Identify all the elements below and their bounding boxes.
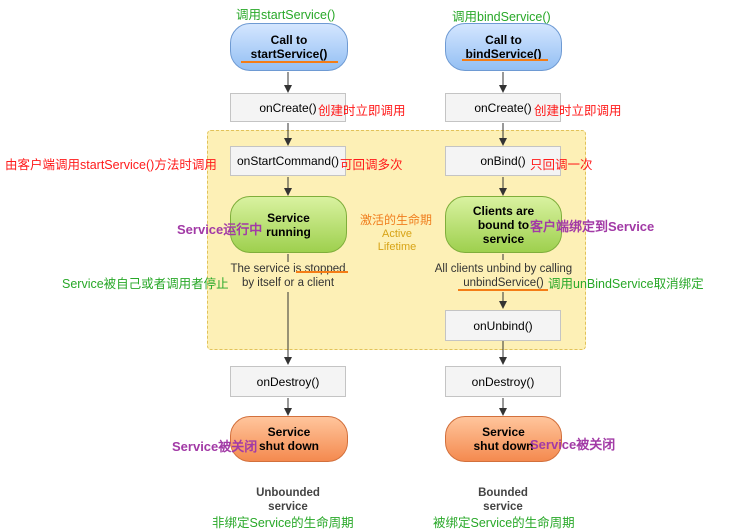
left-shutdown-note: Service被关闭 <box>172 439 258 454</box>
service-running-note: Service运行中 <box>177 222 263 237</box>
left-oncreate-note: 创建时立即调用 <box>318 104 406 118</box>
unbind-description: All clients unbind by calling unbindServ… <box>426 262 581 290</box>
clients-bound-note: 客户端绑定到Service <box>530 219 655 234</box>
unbounded-lifetime-label: Unbounded service <box>238 486 338 514</box>
running-line1: Service <box>267 210 310 225</box>
call-bindservice-node: Call to bindService() <box>445 23 562 71</box>
unbounded-line2: service <box>268 501 308 513</box>
clients-bound-node: Clients are bound to service <box>445 196 562 253</box>
active-line2: Lifetime <box>377 241 417 253</box>
right-shutdown-note: Service被关闭 <box>530 437 616 452</box>
unbind-line2: unbindService() <box>463 277 544 289</box>
call-startservice-line1: Call to <box>270 33 308 47</box>
left-top-caption: 调用startService() <box>236 8 336 22</box>
bindservice-underline <box>462 59 548 61</box>
bounded-line1: Bounded <box>478 487 528 499</box>
unbounded-line1: Unbounded <box>256 487 320 499</box>
active-line1: Active <box>382 228 412 240</box>
unbind-line1: All clients unbind by calling <box>434 263 573 275</box>
stop-line2: by itself or a client <box>241 277 335 289</box>
right-oncreate-note: 创建时立即调用 <box>534 104 622 118</box>
active-lifetime-note: 激活的生命期 <box>360 213 433 227</box>
right-shutdown-node: Service shut down <box>445 416 562 462</box>
unbounded-note: 非绑定Service的生命周期 <box>212 516 354 530</box>
onbind-box: onBind() <box>445 146 561 176</box>
left-shutdown-node: Service shut down <box>230 416 348 462</box>
stop-line1: The service is stopped <box>230 263 346 275</box>
bound-line2: bound to <box>477 217 530 232</box>
left-ondestroy-box: onDestroy() <box>230 366 346 397</box>
bound-line3: service <box>482 231 525 246</box>
call-bindservice-line2: bindService() <box>465 47 542 61</box>
unbindservice-underline <box>458 289 548 291</box>
onunbind-box: onUnbind() <box>445 310 561 341</box>
active-lifetime-label: Active Lifetime <box>372 228 422 254</box>
onbind-note: 只回调一次 <box>530 158 593 172</box>
running-line2: running <box>266 224 311 239</box>
bounded-line2: service <box>483 501 523 513</box>
stop-description: The service is stopped by itself or a cl… <box>222 262 354 290</box>
left-shutdown-line2: shut down <box>259 439 319 453</box>
onstart-note: 可回调多次 <box>340 158 403 172</box>
left-shutdown-line1: Service <box>267 425 311 439</box>
unbind-note: 调用unBindService取消绑定 <box>548 277 704 291</box>
startservice-underline <box>241 61 338 63</box>
call-bindservice-line1: Call to <box>485 33 522 47</box>
call-startservice-line2: startService() <box>250 47 328 61</box>
right-top-caption: 调用bindService() <box>452 10 551 24</box>
right-shutdown-line2: shut down <box>473 439 534 453</box>
service-running-node: Service running <box>230 196 347 253</box>
onstartcommand-box: onStartCommand() <box>230 146 346 176</box>
onstart-caller-note: 由客户端调用startService()方法时调用 <box>5 158 217 172</box>
left-oncreate-box: onCreate() <box>230 93 346 122</box>
stop-note: Service被自己或者调用者停止 <box>62 277 229 291</box>
bounded-lifetime-label: Bounded service <box>453 486 553 514</box>
stopped-underline <box>296 271 348 273</box>
right-ondestroy-box: onDestroy() <box>445 366 561 397</box>
call-startservice-node: Call to startService() <box>230 23 348 71</box>
bounded-note: 被绑定Service的生命周期 <box>433 516 575 530</box>
right-oncreate-box: onCreate() <box>445 93 561 122</box>
right-shutdown-line1: Service <box>482 425 525 439</box>
bound-line1: Clients are <box>472 203 535 218</box>
